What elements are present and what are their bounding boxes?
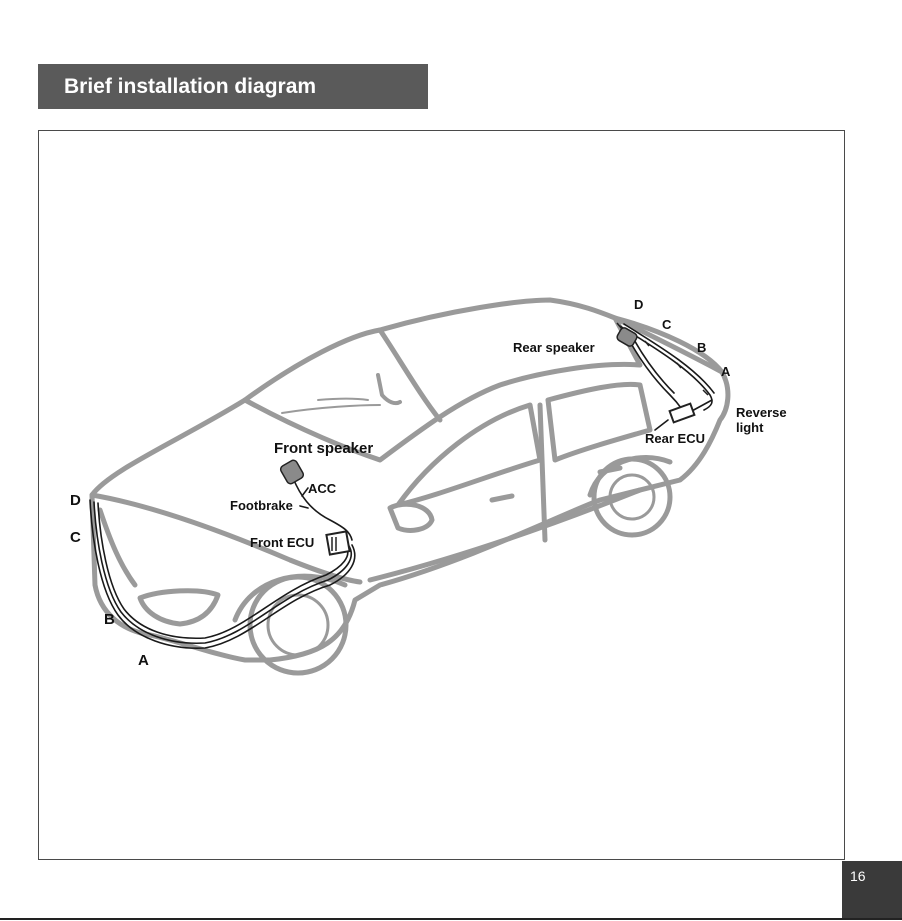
rear-ecu-label: Rear ECU: [645, 431, 705, 446]
front-harness-2: [94, 502, 351, 643]
wiring: [90, 324, 714, 648]
car-side-mirror: [390, 504, 432, 530]
bottom-rule: [0, 918, 902, 920]
page-number: 16: [842, 861, 902, 919]
components: [279, 323, 708, 555]
rear-sensor-c-label: C: [662, 317, 672, 332]
car-rearview-mirror: [378, 375, 400, 403]
car-rear-window: [548, 384, 650, 460]
rear-ecu-lead: [655, 420, 668, 430]
rear-speaker-label: Rear speaker: [513, 340, 595, 355]
front-sensor-c-label: C: [70, 529, 81, 546]
reverse-light-label-line1: Reverse: [736, 405, 787, 420]
rear-sensor-a-label: A: [721, 364, 731, 379]
front-sensor-d-label: D: [70, 492, 81, 509]
car-hood-line: [92, 495, 360, 582]
front-wheel: [250, 577, 346, 673]
car-headlight: [140, 591, 218, 624]
reverse-light-label-line2: light: [736, 420, 764, 435]
rear-sensor-b-label: B: [697, 340, 706, 355]
car-interior-line: [282, 405, 380, 413]
footbrake-wire: [300, 506, 308, 508]
front-ecu-icon: [326, 531, 349, 554]
rear-ecu-icon: [670, 404, 695, 423]
car-interior-line-2: [318, 399, 368, 401]
car-roof-line: [380, 330, 440, 420]
front-harness-3: [98, 503, 348, 638]
car-front-handle: [492, 496, 512, 500]
front-sensor-b-label: B: [104, 611, 115, 628]
front-wheel-rim: [268, 595, 328, 655]
car-door-line: [540, 405, 545, 540]
front-ecu-label: Front ECU: [250, 535, 314, 550]
car-illustration: [92, 300, 728, 673]
car-front-window: [398, 405, 540, 505]
footbrake-label: Footbrake: [230, 498, 293, 513]
front-speaker-icon: [279, 459, 305, 485]
front-speaker-label: Front speaker: [274, 440, 373, 457]
acc-label: ACC: [308, 481, 337, 496]
rear-sensor-d-label: D: [634, 297, 643, 312]
front-sensor-a-label: A: [138, 652, 149, 669]
